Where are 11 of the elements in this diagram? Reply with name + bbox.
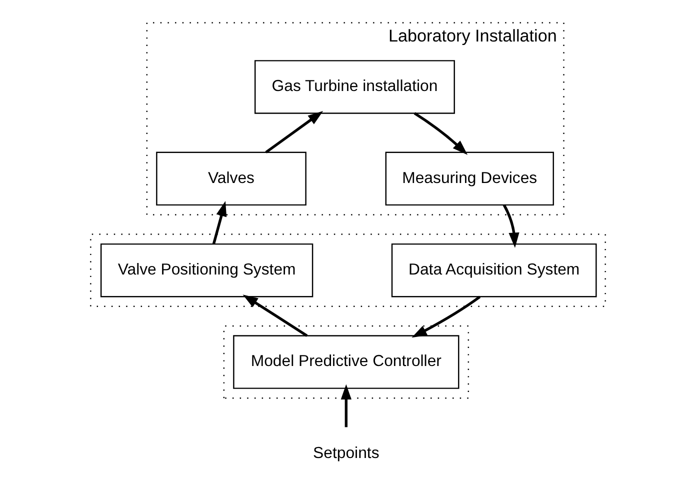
arrow	[212, 201, 227, 244]
arrow	[340, 384, 352, 428]
node-text: Setpoints	[313, 444, 380, 462]
node-box: Gas Turbine installation	[254, 60, 455, 114]
node-box: Model Predictive Controller	[233, 335, 460, 389]
node-box: Data Acquisition System	[391, 243, 597, 298]
node-box: Valves	[156, 152, 306, 206]
node-box: Measuring Devices	[385, 152, 554, 206]
arrow	[414, 112, 468, 155]
node-box: Valve Positioning System	[100, 243, 314, 298]
arrow	[265, 111, 324, 154]
